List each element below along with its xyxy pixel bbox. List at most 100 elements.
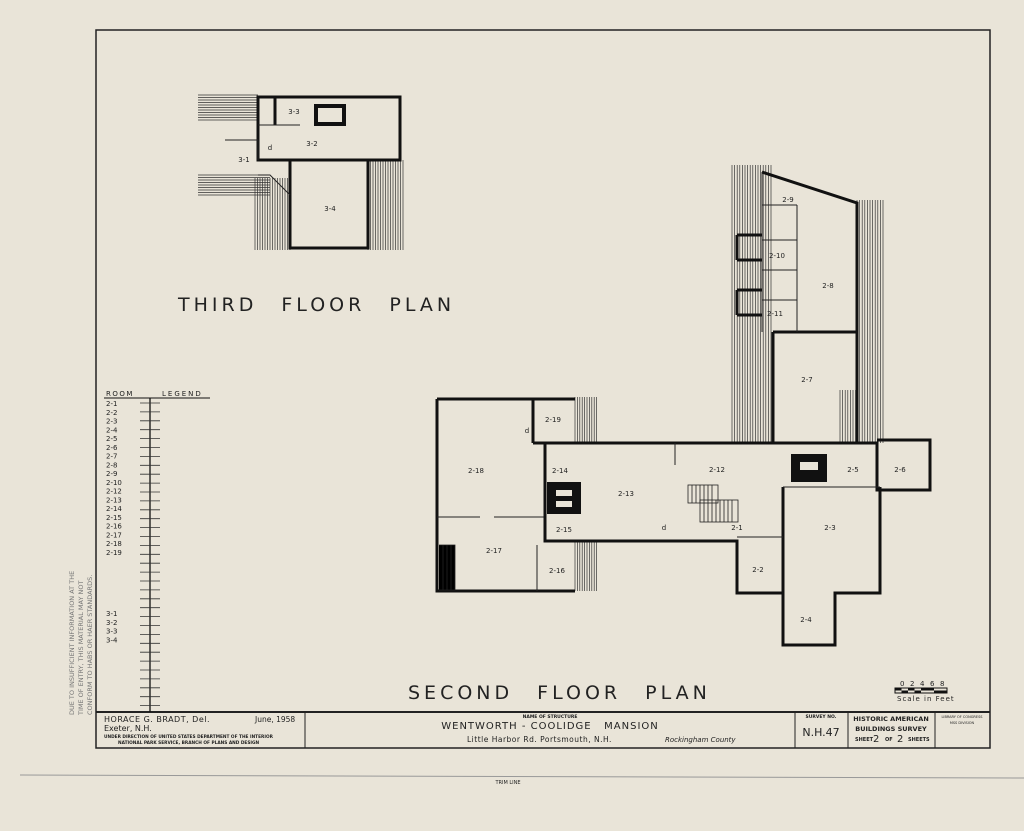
legend-header-room: ROOM <box>106 390 134 398</box>
room-label-3-2: 3-2 <box>306 140 317 148</box>
legend-room-label: 2-13 <box>106 496 122 504</box>
room-wall <box>575 487 882 647</box>
legend-room-label: 2-7 <box>106 453 117 461</box>
room-wall <box>543 443 575 543</box>
structure-address: Little Harbor Rd. Portsmouth, N.H. <box>467 735 612 744</box>
sheets-word: SHEETS <box>908 737 930 743</box>
side-note: DUE TO INSUFFICIENT INFORMATION AT THE T… <box>68 571 94 716</box>
room-label-2-19: 2-19 <box>545 416 561 424</box>
room-label-3-3: 3-3 <box>288 108 299 116</box>
legend-room-label: 3-3 <box>106 628 117 636</box>
chimney-flue <box>556 501 572 507</box>
stair <box>439 484 739 591</box>
survey-number: N.H.47 <box>802 726 839 739</box>
room-label-2-15: 2-15 <box>556 526 572 534</box>
porch-hatching <box>574 165 884 591</box>
sheet-word: SHEET <box>855 737 874 743</box>
legend-room-label: 3-2 <box>106 619 117 627</box>
habs-title-1: HISTORIC AMERICAN <box>853 715 929 723</box>
scale-tick: 0 <box>900 680 904 688</box>
legend-room-label: 2-15 <box>106 514 122 522</box>
room-wall <box>533 438 932 492</box>
scale-bar: 0 2 4 6 8 Scale in Feet <box>894 680 955 703</box>
sheet-border <box>95 29 991 749</box>
room-label-2-6: 2-6 <box>894 466 906 474</box>
svg-text:CONFORM TO HABS OR HAER STANDA: CONFORM TO HABS OR HAER STANDARDS. <box>86 575 94 715</box>
room-label-2-12: 2-12 <box>709 466 725 474</box>
porch-hatching <box>198 94 404 250</box>
sheet-number: 2 <box>873 734 879 745</box>
scale-tick: 6 <box>930 680 935 688</box>
legend-room-label: 2-18 <box>106 540 122 548</box>
direction-line-2: NATIONAL PARK SERVICE, BRANCH OF PLANS A… <box>118 740 260 746</box>
scale-tick: 2 <box>910 680 914 688</box>
legend-room-label: 2-14 <box>106 505 122 513</box>
room-label-2-14: 2-14 <box>552 467 568 475</box>
chimney <box>547 482 581 514</box>
room-wall <box>735 233 762 317</box>
room-label-2-2: 2-2 <box>752 566 763 574</box>
sheet-total: 2 <box>897 734 903 745</box>
legend-room-label: 2-5 <box>106 435 117 443</box>
room-label-2-11: 2-11 <box>767 310 783 318</box>
door-mark: d <box>525 427 529 435</box>
scale-tick: 4 <box>920 680 925 688</box>
legend-room-label: 2-4 <box>106 426 118 434</box>
chimney <box>314 104 346 126</box>
of-word: OF <box>885 737 893 743</box>
drawing-date: June, 1958 <box>254 715 295 724</box>
survey-no-label: SURVEY NO. <box>806 714 837 720</box>
legend-room-label: 2-6 <box>106 444 118 452</box>
county: Rockingham County <box>665 736 736 744</box>
legend-room-label: 2-2 <box>106 409 117 417</box>
library-note-1: LIBRARY OF CONGRESS <box>941 715 983 719</box>
room-legend: ROOM LEGEND 2-12-22-32-42-52-62-72-82-92… <box>104 390 210 712</box>
room-wall <box>256 95 402 162</box>
room-wall <box>288 160 370 250</box>
second-floor-title: SECOND FLOOR PLAN <box>408 682 711 704</box>
library-note-2: MSS DIVISION <box>950 721 975 725</box>
delineator-location: Exeter, N.H. <box>104 724 152 733</box>
third-floor-plan: 3-3 3-2 3-1 3-4 d THIRD FLOOR PLAN <box>177 94 455 316</box>
room-label-2-17: 2-17 <box>486 547 502 555</box>
room-label-2-4: 2-4 <box>800 616 812 624</box>
structure-name: WENTWORTH - COOLIDGE MANSION <box>441 721 659 732</box>
scale-tick: 8 <box>940 680 944 688</box>
room-label-2-1: 2-1 <box>731 524 742 532</box>
habs-title-2: BUILDINGS SURVEY <box>855 725 927 733</box>
legend-room-label: 2-9 <box>106 470 117 478</box>
room-label-2-10: 2-10 <box>769 252 785 260</box>
svg-text:TIME OF ENTRY, THIS MATERIAL M: TIME OF ENTRY, THIS MATERIAL MAY NOT <box>77 581 85 716</box>
room-label-3-4: 3-4 <box>324 205 336 213</box>
room-wall <box>761 170 859 443</box>
room-label-2-5: 2-5 <box>847 466 858 474</box>
legend-room-label: 2-10 <box>106 479 122 487</box>
chimney-flue <box>800 462 818 470</box>
legend-room-label: 2-8 <box>106 461 117 469</box>
title-block: HORACE G. BRADT, Del. June, 1958 Exeter,… <box>104 714 983 746</box>
chimney-flue <box>556 490 572 496</box>
trim-line-label: TRIM LINE <box>494 780 520 786</box>
room-label-2-3: 2-3 <box>824 524 835 532</box>
legend-room-label: 3-1 <box>106 610 117 618</box>
trim-line <box>19 774 1024 779</box>
direction-line-1: UNDER DIRECTION OF UNITED STATES DEPARTM… <box>104 734 274 740</box>
svg-text:DUE TO INSUFFICIENT INFORMATIO: DUE TO INSUFFICIENT INFORMATION AT THE <box>68 571 76 715</box>
stair <box>225 139 291 196</box>
legend-room-label: 2-17 <box>106 531 122 539</box>
legend-room-label: 2-12 <box>106 488 122 496</box>
legend-room-label: 2-16 <box>106 523 122 531</box>
scale-label: Scale in Feet <box>897 695 955 703</box>
door-mark: d <box>268 144 272 152</box>
legend-room-label: 2-3 <box>106 418 117 426</box>
legend-header-legend: LEGEND <box>162 390 203 398</box>
name-of-structure-label: NAME OF STRUCTURE <box>523 714 578 720</box>
room-label-2-8: 2-8 <box>822 282 833 290</box>
room-label-3-1: 3-1 <box>238 156 249 164</box>
delineator: HORACE G. BRADT, Del. <box>104 715 210 724</box>
room-label-2-7: 2-7 <box>801 376 812 384</box>
third-floor-title: THIRD FLOOR PLAN <box>177 294 455 316</box>
second-floor-plan: 2-1 2-2 2-3 2-4 2-5 2-6 2-7 2-8 2-9 2-10… <box>408 165 932 704</box>
room-label-2-9: 2-9 <box>782 196 793 204</box>
